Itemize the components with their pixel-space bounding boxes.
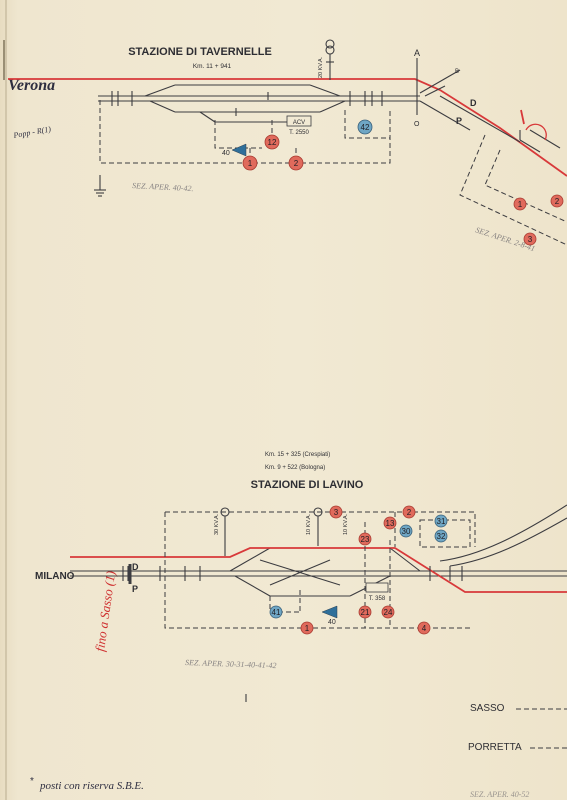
top-tracks <box>98 69 521 143</box>
bottom-side-note: fino a Sasso (1) <box>92 570 118 653</box>
bottom-signal-32: 32 <box>434 529 448 543</box>
svg-text:4: 4 <box>422 624 427 633</box>
svg-text:2: 2 <box>294 159 299 168</box>
top-counter-box <box>286 115 312 127</box>
bottom-signal-4: 4 <box>417 621 431 635</box>
bottom-annotation: SEZ. APER. 30-31-40-41-42 <box>185 658 277 670</box>
bottom-small-40: 40 <box>328 619 336 626</box>
bottom-signal-24: 24 <box>381 605 395 619</box>
top-counter-ref: T. 2550 <box>289 130 309 136</box>
bottom-station-title: STAZIONE DI LAVINO <box>251 479 364 491</box>
bottom-transformer-icon-2 <box>313 507 323 546</box>
footer-note: posti con riserva S.B.E. <box>39 780 144 792</box>
bottom-signal-23: 23 <box>358 532 372 546</box>
bottom-origin-milano: MILANO <box>35 571 75 582</box>
bottom-signal-13: 13 <box>383 516 397 530</box>
top-signal-2: 2 <box>288 155 304 171</box>
svg-text:30: 30 <box>402 527 411 536</box>
bottom-vertical-note-2: 10 KV.A. <box>306 513 312 535</box>
top-mark-o: O <box>414 121 420 128</box>
top-signal-1: 1 <box>242 155 258 171</box>
bottom-red-main-line <box>70 547 567 593</box>
bottom-counter-box <box>365 582 389 593</box>
bottom-km-1: Km. 15 + 325 (Crespiati) <box>265 452 330 458</box>
svg-text:31: 31 <box>437 517 446 526</box>
top-transformer-icon <box>325 39 335 80</box>
bottom-km-2: Km. 9 + 522 (Bologna) <box>265 465 325 471</box>
bottom-signal-41: 41 <box>269 605 283 619</box>
right-signal-1: 1 <box>513 197 527 211</box>
top-track-label-d: D <box>470 98 477 108</box>
top-small-40: 40 <box>222 150 230 157</box>
bottom-track-label-d: D <box>132 562 139 572</box>
footer-bottom-annotation: SEZ. APER. 40-52 <box>470 790 529 799</box>
top-mark-a: A <box>414 48 420 58</box>
bottom-signal-31: 31 <box>434 514 448 528</box>
top-red-main-line <box>8 78 567 177</box>
svg-text:21: 21 <box>361 608 370 617</box>
bottom-signal-3: 3 <box>329 505 343 519</box>
svg-text:1: 1 <box>305 624 310 633</box>
svg-text:23: 23 <box>361 535 370 544</box>
svg-text:3: 3 <box>334 508 339 517</box>
right-red-tick <box>520 109 525 125</box>
svg-text:13: 13 <box>386 519 395 528</box>
bottom-signal-21: 21 <box>358 605 372 619</box>
right-signal-3: 3 <box>523 232 537 246</box>
bottom-track-label-p: P <box>132 584 138 594</box>
right-red-arc <box>525 123 547 141</box>
bottom-joints <box>122 566 463 581</box>
top-station-title: STAZIONE DI TAVERNELLE <box>128 46 272 58</box>
svg-text:24: 24 <box>384 608 393 617</box>
top-side-note: Popp - R(1) <box>12 124 52 140</box>
right-signal-2: 2 <box>550 194 564 208</box>
top-station-km: Km. 11 + 941 <box>193 63 232 70</box>
svg-text:3: 3 <box>528 235 533 244</box>
top-origin-verona: Verona <box>8 77 55 94</box>
svg-text:2: 2 <box>407 508 412 517</box>
top-vertical-note: 20 KV.A. <box>318 56 324 78</box>
bottom-signal-2: 2 <box>402 505 416 519</box>
top-counter-label: ACV <box>293 120 305 126</box>
svg-text:41: 41 <box>272 608 281 617</box>
destination-sasso: SASSO <box>470 703 505 714</box>
svg-text:1: 1 <box>518 200 523 209</box>
top-track-label-p: P <box>456 116 462 126</box>
svg-text:2: 2 <box>555 197 560 206</box>
svg-text:42: 42 <box>361 123 370 132</box>
top-direction-arrow-icon <box>231 143 247 157</box>
top-mark-b: B <box>455 69 459 75</box>
top-signal-42: 42 <box>357 119 373 135</box>
bottom-vertical-note-3: 10 KV.A. <box>343 513 349 535</box>
bottom-direction-arrow-icon <box>321 605 338 619</box>
bottom-signal-1: 1 <box>300 621 314 635</box>
bottom-counter-ref: T. 358 <box>369 596 386 602</box>
top-annotation: SEZ. APER. 40-42. <box>132 181 194 193</box>
top-joints <box>111 91 383 116</box>
bottom-signal-30: 30 <box>399 524 413 538</box>
bottom-transformer-icon-1 <box>220 507 230 556</box>
svg-text:12: 12 <box>268 138 277 147</box>
svg-text:1: 1 <box>248 159 253 168</box>
top-signal-12: 12 <box>264 134 280 150</box>
footer-asterisk-icon: * <box>30 776 34 787</box>
bottom-vertical-note-1: 30 KV.A. <box>214 513 220 535</box>
svg-text:32: 32 <box>437 532 446 541</box>
destination-porretta: PORRETTA <box>468 742 522 753</box>
